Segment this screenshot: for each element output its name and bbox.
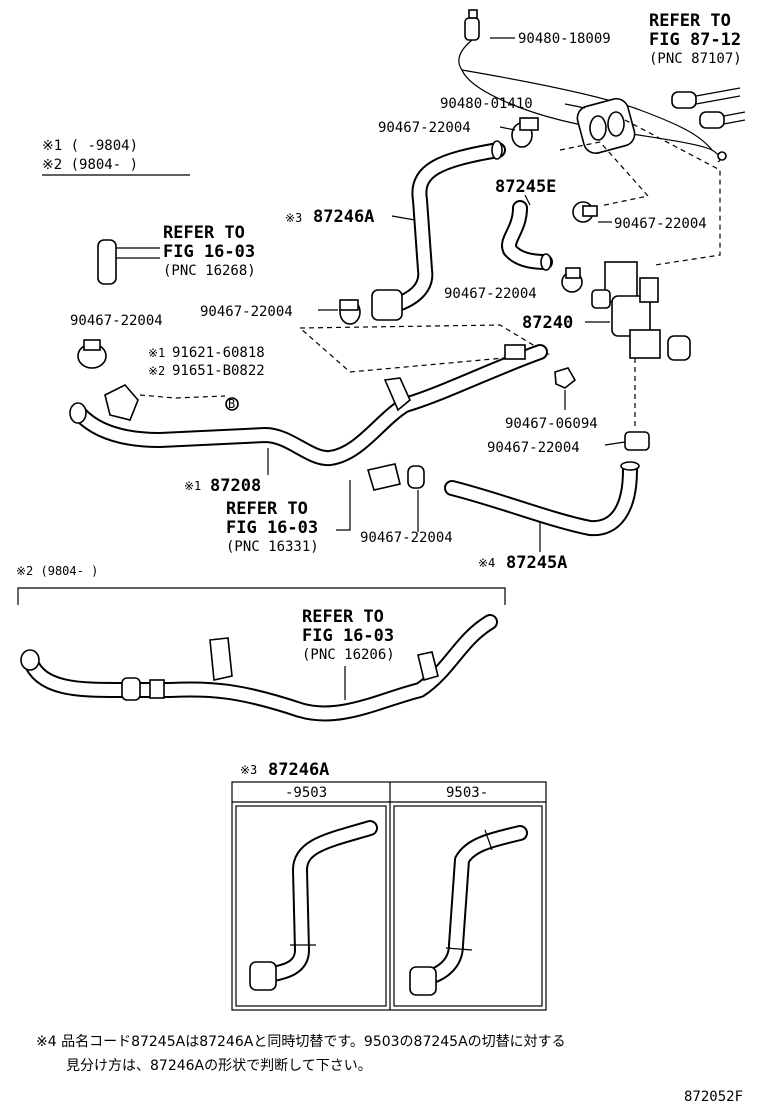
clamp-87245E: [572, 201, 598, 223]
variant-title: 87246A: [268, 760, 329, 780]
clip-90467-06094: [554, 367, 577, 389]
label-clamp-87246A-lower: 90467-22004: [200, 304, 293, 320]
label-91651-B0822: 91651-B0822: [172, 363, 265, 379]
grommet-90480-01410: [576, 97, 636, 155]
variant-col-pre-9503: -9503: [285, 785, 327, 801]
figure-code: 872052F: [684, 1089, 743, 1105]
pipe-section2: [20, 614, 498, 722]
refer-fig-87-12-line2: FIG 87-12: [649, 30, 741, 50]
variant-hose-post-9503: [409, 825, 528, 996]
water-valve-87240: [591, 261, 691, 361]
variant-col-post-9503: 9503-: [446, 785, 488, 801]
label-90480-18009: 90480-18009: [518, 31, 611, 47]
footnote-line2: 見分け方は、87246Aの形状で判断して下さい。: [66, 1058, 372, 1074]
clamp-87246A-lower: [339, 299, 361, 325]
label-90467-06094: 90467-06094: [505, 416, 598, 432]
refer-16331-line3: (PNC 16331): [226, 539, 319, 555]
label-87240: 87240: [522, 313, 573, 333]
section2-header: ※2 (9804- ): [16, 564, 98, 578]
clamp-top: [511, 117, 539, 148]
mark-87208: ※1: [184, 479, 201, 493]
label-87246A: 87246A: [313, 207, 374, 227]
label-clamp-top: 90467-22004: [378, 120, 471, 136]
bowden-cable: [458, 9, 727, 163]
refer-fig-87-12-line3: (PNC 87107): [649, 51, 742, 67]
refer-16206-line2: FIG 16-03: [302, 626, 394, 646]
mark-91651: ※2: [148, 364, 165, 378]
refer-fig-87-12-line1: REFER TO: [649, 11, 731, 31]
footnote-line1: ※4 品名コード87245Aは87246Aと同時切替です。9503の87245A…: [36, 1034, 566, 1050]
hose-87245E: [501, 200, 553, 271]
variant-hose-pre-9503: [249, 820, 378, 991]
refer-16268-line1: REFER TO: [163, 223, 245, 243]
clamp-87240-upper: [561, 267, 583, 293]
label-clamp-87240-upper: 90467-22004: [444, 286, 537, 302]
refer-16206-line3: (PNC 16206): [302, 647, 395, 663]
label-clamp-16331: 90467-22004: [360, 530, 453, 546]
hose-87246A: [371, 140, 506, 321]
refer-16268-line3: (PNC 16268): [163, 263, 256, 279]
label-87208: 87208: [210, 476, 261, 496]
mark-91621: ※1: [148, 346, 165, 360]
label-91621-60818: 91621-60818: [172, 345, 265, 361]
clamp-right-lower: [624, 431, 650, 451]
refer-16331-line1: REFER TO: [226, 499, 308, 519]
label-clamp-right-lower: 90467-22004: [487, 440, 580, 456]
legend-s2: ※2 (9804- ): [42, 157, 138, 173]
refer-16206-line1: REFER TO: [302, 607, 384, 627]
pipe-end-16268: [97, 239, 160, 285]
pipe-ends-87-12: [671, 87, 746, 129]
legend-s1: ※1 ( -9804): [42, 138, 138, 154]
label-90480-01410: 90480-01410: [440, 96, 533, 112]
variant-table: [231, 781, 547, 1011]
variant-mark: ※3: [240, 763, 257, 777]
mark-87246A: ※3: [285, 211, 302, 225]
pipe-end-16331: [366, 463, 425, 491]
label-clamp-left: 90467-22004: [70, 313, 163, 329]
refer-16331-line2: FIG 16-03: [226, 518, 318, 538]
label-87245E: 87245E: [495, 177, 556, 197]
label-87245A: 87245A: [506, 553, 567, 573]
label-clamp-87245E: 90467-22004: [614, 216, 707, 232]
circle-marker-b: B: [228, 397, 235, 411]
mark-87245A: ※4: [478, 556, 495, 570]
refer-16268-line2: FIG 16-03: [163, 242, 255, 262]
pipe-87208: [69, 344, 548, 466]
hose-87245A: [444, 461, 640, 537]
clamp-left: [77, 339, 107, 369]
